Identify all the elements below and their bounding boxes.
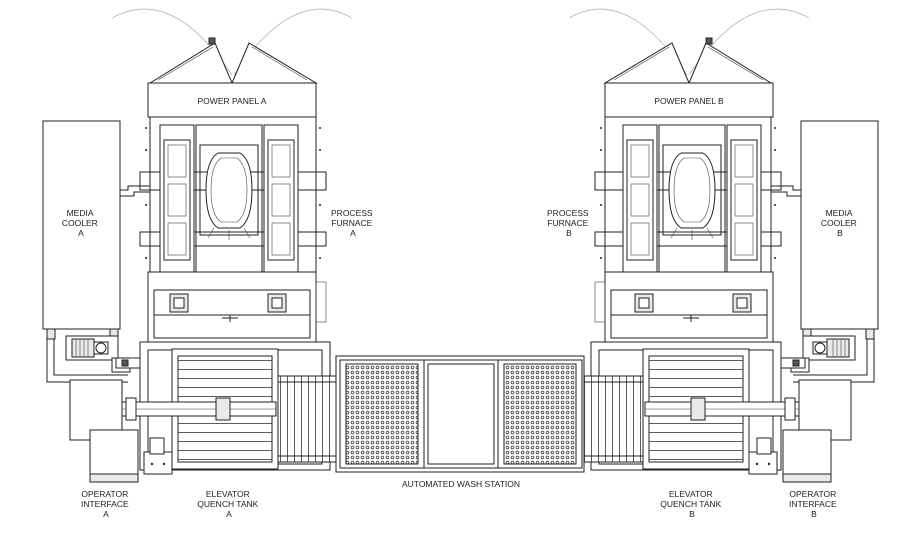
- line-a: [42, 8, 353, 483]
- process-furnace-b-label: PROCESS FURNACE B: [547, 208, 591, 238]
- automated-wash-station-label: AUTOMATED WASH STATION: [402, 479, 520, 489]
- elevator-quench-tank-b-label: ELEVATOR QUENCH TANK B: [660, 489, 723, 519]
- elevator-quench-tank-a-label: ELEVATOR QUENCH TANK A: [197, 489, 260, 519]
- automated-wash-station: [335, 355, 585, 473]
- operator-interface-b-label: OPERATOR INTERFACE B: [789, 489, 839, 519]
- process-furnace-a-label: PROCESS FURNACE A: [331, 208, 375, 238]
- line-b: [568, 8, 879, 483]
- operator-interface-a-label: OPERATOR INTERFACE A: [81, 489, 131, 519]
- media-cooler-a-label: MEDIA COOLER A: [62, 208, 100, 238]
- power-panel-a-label: POWER PANEL A: [198, 96, 267, 106]
- media-cooler-b-label: MEDIA COOLER B: [821, 208, 859, 238]
- power-panel-b-label: POWER PANEL B: [654, 96, 724, 106]
